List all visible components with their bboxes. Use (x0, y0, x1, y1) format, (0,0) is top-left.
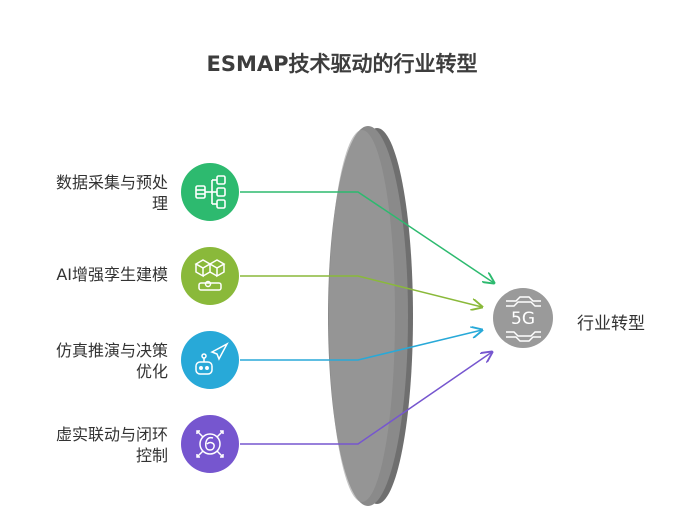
input-node-simulation (181, 331, 239, 389)
navigation-robot-icon (195, 342, 229, 375)
input-label-line1: 虚实联动与闭环 (55, 425, 168, 444)
5g-icon (506, 296, 541, 342)
input-label-data-collection: 数据采集与预处 理 (10, 172, 168, 214)
diagram-title: ESMAP技术驱动的行业转型 (206, 52, 478, 76)
input-label-line1: AI增强孪生建模 (56, 265, 168, 284)
input-label-line2: 控制 (135, 446, 168, 465)
input-label-simulation: 仿真推演与决策 优化 (10, 340, 168, 382)
input-node-ai-twin (181, 247, 239, 305)
output-node: 5G (493, 288, 553, 348)
5g-badge: 5G (511, 309, 535, 329)
input-node-data-collection (181, 163, 239, 221)
database-icon (195, 175, 226, 209)
input-label-line2: 理 (151, 194, 168, 213)
input-label-virtual-real: 虚实联动与闭环 控制 (10, 424, 168, 466)
six-arrows-icon (196, 430, 224, 458)
output-label: 行业转型 (577, 314, 645, 334)
input-label-ai-twin: AI增强孪生建模 (10, 264, 168, 285)
input-label-line1: 仿真推演与决策 (55, 341, 168, 360)
connector-line-virtual-real (240, 352, 492, 445)
cubes-icon (194, 259, 226, 291)
input-node-virtual-real (181, 415, 239, 473)
input-label-line2: 优化 (135, 362, 168, 381)
input-label-line1: 数据采集与预处 (55, 173, 168, 192)
lens-shape (328, 126, 413, 506)
connector-line-data-collection (240, 191, 494, 283)
connector-line-simulation (240, 330, 482, 361)
connector-line-ai-twin (240, 275, 482, 307)
